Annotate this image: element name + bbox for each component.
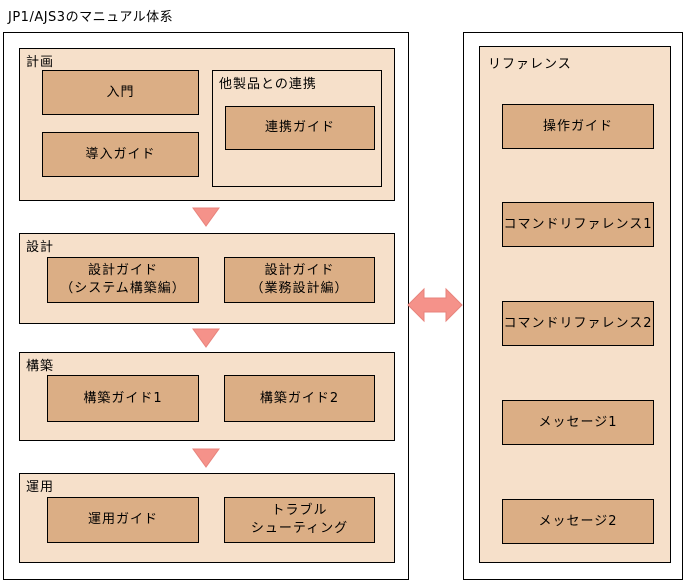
box-operating-guide: 操作ガイド [502, 104, 654, 149]
box-linkage-guide: 連携ガイド [225, 106, 375, 150]
section-design-label: 設計 [26, 240, 55, 255]
box-construction-guide-1: 構築ガイド1 [47, 375, 199, 422]
box-construction-guide-2: 構築ガイド2 [224, 375, 375, 422]
box-getting-started: 入門 [42, 70, 199, 115]
subgroup-other-products-linkage: 他製品との連携 連携ガイド [212, 70, 382, 187]
box-message-1: メッセージ1 [502, 400, 654, 445]
section-reference: リファレンス 操作ガイド コマンドリファレンス1 コマンドリファレンス2 メッセ… [479, 46, 671, 563]
section-design: 設計 設計ガイド （システム構築編） 設計ガイド （業務設計編） [19, 233, 395, 324]
left-right-arrow-icon [407, 287, 463, 323]
subgroup-other-products-linkage-label: 他製品との連携 [219, 77, 317, 92]
section-construction: 構築 構築ガイド1 構築ガイド2 [19, 352, 395, 441]
box-command-reference-2: コマンドリファレンス2 [502, 301, 654, 346]
manual-lifecycle-panel: 計画 入門 導入ガイド 他製品との連携 連携ガイド 設計 設計ガイド （システム… [3, 32, 409, 580]
section-operation-label: 運用 [26, 480, 55, 495]
box-installation-guide: 導入ガイド [42, 132, 199, 177]
section-planning: 計画 入門 導入ガイド 他製品との連携 連携ガイド [19, 48, 395, 201]
section-construction-label: 構築 [26, 359, 55, 374]
box-operation-guide: 運用ガイド [47, 497, 199, 543]
down-arrow-icon [192, 328, 220, 348]
box-message-2: メッセージ2 [502, 499, 654, 544]
down-arrow-icon [192, 448, 220, 468]
box-design-guide-work: 設計ガイド （業務設計編） [224, 257, 375, 303]
reference-panel: リファレンス 操作ガイド コマンドリファレンス1 コマンドリファレンス2 メッセ… [463, 32, 683, 580]
diagram-title: JP1/AJS3のマニュアル体系 [8, 10, 174, 25]
box-troubleshooting: トラブル シューティング [224, 497, 375, 543]
section-planning-label: 計画 [26, 55, 55, 70]
box-design-guide-system: 設計ガイド （システム構築編） [47, 257, 199, 303]
down-arrow-icon [192, 207, 220, 227]
box-command-reference-1: コマンドリファレンス1 [502, 202, 654, 247]
section-operation: 運用 運用ガイド トラブル シューティング [19, 473, 395, 563]
section-reference-label: リファレンス [488, 57, 572, 72]
